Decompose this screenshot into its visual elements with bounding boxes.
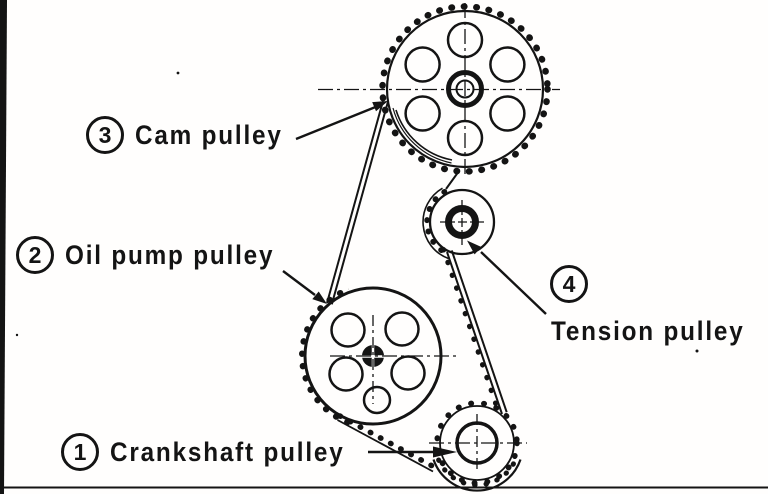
circled-number-4: 4 bbox=[550, 265, 588, 303]
tension-pulley-label-text: Tension pulley bbox=[551, 316, 745, 346]
cam-leader-arrowhead bbox=[372, 101, 388, 112]
circled-number-2: 2 bbox=[16, 236, 54, 274]
tension-leader bbox=[467, 240, 547, 315]
belt-bottom-run-teeth bbox=[337, 413, 439, 471]
oil-pump-leader bbox=[282, 270, 327, 304]
crankshaft-leader bbox=[368, 446, 457, 458]
cam-inner-arc-2 bbox=[392, 107, 452, 164]
cam-inner-arc bbox=[395, 109, 453, 161]
belt-crank-wrap-back bbox=[432, 459, 522, 492]
belt-cam-to-tension bbox=[445, 170, 460, 190]
oil-pump-leader-arrowhead bbox=[312, 291, 327, 304]
label-oil-pump-pulley: 2 Oil pump pulley bbox=[16, 236, 298, 274]
label-crankshaft-pulley: 1 Crankshaft pulley bbox=[61, 433, 371, 471]
tension-rim bbox=[428, 188, 496, 256]
belt-tension-wrap-back bbox=[422, 187, 449, 260]
tension-leader-arrowhead bbox=[467, 240, 482, 255]
belt-right-run-inner bbox=[450, 250, 508, 413]
circled-number-1: 1 bbox=[61, 433, 99, 471]
oil-pump-pulley-label-text: Oil pump pulley bbox=[65, 240, 275, 270]
oil-pump-teeth-mask bbox=[346, 279, 450, 433]
centerlines bbox=[318, 3, 560, 473]
cam-leader bbox=[295, 101, 388, 141]
belt-right-run-teeth bbox=[441, 247, 501, 415]
circled-number-3: 3 bbox=[86, 116, 124, 154]
belt-left-run-outer bbox=[326, 100, 384, 304]
tension-pulley bbox=[422, 170, 496, 260]
belt-left-run-inner bbox=[330, 102, 389, 305]
crankshaft-pulley-label-text: Crankshaft pulley bbox=[110, 437, 345, 467]
crankshaft-leader-arrowhead bbox=[433, 446, 457, 458]
belt-right-run bbox=[441, 247, 508, 415]
left-border-bar bbox=[0, 0, 7, 494]
cam-pulley-label-text: Cam pulley bbox=[135, 120, 283, 150]
belt-right-run-outer bbox=[446, 251, 503, 415]
leader-lines bbox=[282, 101, 547, 458]
belt-bottom-run bbox=[337, 413, 439, 473]
timing-belt bbox=[326, 100, 389, 305]
label-cam-pulley: 3 Cam pulley bbox=[86, 116, 299, 154]
belt-crank-wrap-teeth bbox=[436, 457, 518, 488]
belt-bottom-run-back bbox=[337, 419, 434, 473]
scan-speckles bbox=[15, 71, 699, 353]
